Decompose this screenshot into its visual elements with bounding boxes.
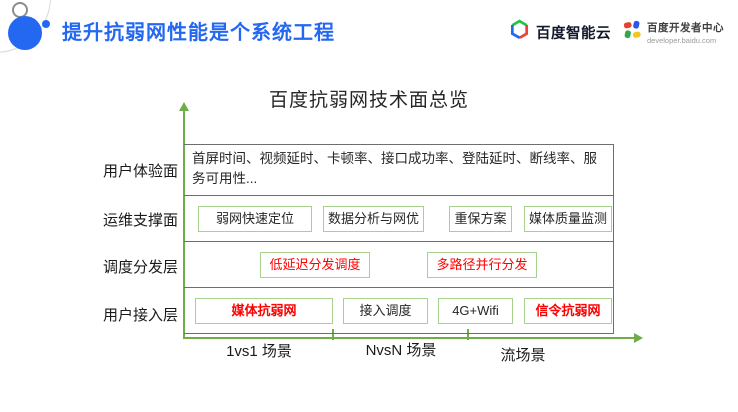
x-axis-label-stream: 流场景 [500,347,546,364]
slide-title: 提升抗弱网性能是个系统工程 [62,22,335,44]
y-axis-label-dispatch: 调度分发层 [102,259,178,276]
baidu-cloud-logo: 百度智能云 [509,19,611,45]
baidu-cloud-logo-icon [509,19,530,45]
logo-group: 百度智能云 百度开发者中心 developer.baidu.com [509,19,724,45]
box-media-anti-weak-net: 媒体抗弱网 [195,297,333,324]
baidu-devcenter-logo-url: developer.baidu.com [647,35,717,45]
y-axis-label-access: 用户接入层 [102,307,178,324]
x-axis-tick [467,329,469,340]
box-signal-anti-weak-net: 信令抗弱网 [524,297,612,324]
y-axis-label-experience: 用户体验面 [102,163,178,180]
box-weak-net-locating: 弱网快速定位 [198,205,312,232]
decorative-blue-dot [42,20,50,28]
x-axis-tick [332,329,334,340]
row-dispatch-layer: 低延迟分发调度 多路径并行分发 [184,242,613,288]
baidu-devcenter-logo-label: 百度开发者中心 [647,21,724,34]
diagram-title: 百度抗弱网技术面总览 [268,90,469,111]
row-ops-support: 弱网快速定位 数据分析与网优 重保方案 媒体质量监测 [184,196,613,242]
x-axis-line [183,337,635,339]
diagram-grid: 首屏时间、视频延时、卡顿率、接口成功率、登陆延时、断线率、服务可用性... 弱网… [184,144,614,334]
x-axis-arrow-icon [634,333,643,343]
y-axis-label-ops: 运维支撑面 [102,212,178,229]
box-access-dispatch: 接入调度 [343,297,428,324]
box-media-quality-monitor: 媒体质量监测 [524,205,612,232]
box-low-latency-dispatch: 低延迟分发调度 [260,251,370,278]
experience-metrics-text: 首屏时间、视频延时、卡顿率、接口成功率、登陆延时、断线率、服务可用性... [192,151,597,187]
decorative-blue-circle [8,16,42,50]
x-axis-label-1vs1: 1vs1 场景 [226,343,292,360]
row-user-experience: 首屏时间、视频延时、卡顿率、接口成功率、登陆延时、断线率、服务可用性... [184,145,613,196]
baidu-devcenter-logo-icon [623,20,642,44]
box-guarantee-plan: 重保方案 [449,205,512,232]
box-4g-wifi: 4G+Wifi [438,297,513,324]
y-axis-line [183,110,185,338]
baidu-cloud-logo-label: 百度智能云 [536,25,611,42]
x-axis-label-nvsn: NvsN 场景 [365,342,437,359]
box-multipath-parallel: 多路径并行分发 [427,251,537,278]
box-data-analysis: 数据分析与网优 [323,205,424,232]
baidu-devcenter-logo: 百度开发者中心 developer.baidu.com [623,20,724,45]
y-axis-arrow-icon [179,102,189,111]
row-access-layer: 媒体抗弱网 接入调度 4G+Wifi 信令抗弱网 [184,288,613,334]
